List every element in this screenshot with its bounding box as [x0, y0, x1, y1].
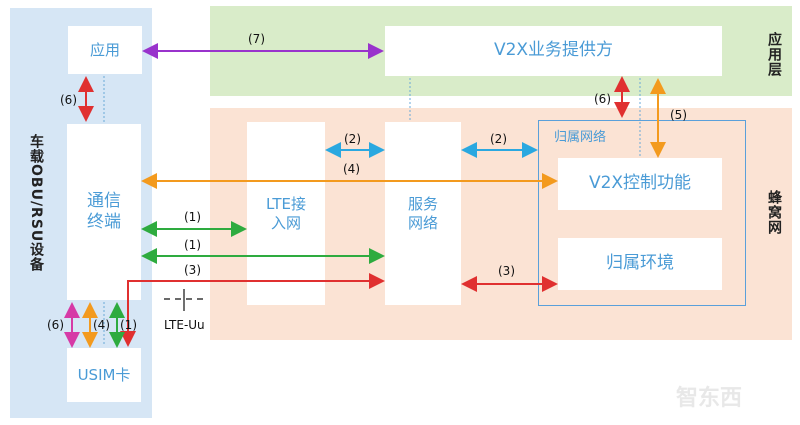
v2x-control-box: V2X控制功能 — [558, 158, 722, 210]
label-usim-pc4: (4) — [93, 318, 110, 332]
v2x-provider-box: V2X业务提供方 — [385, 26, 722, 76]
label-pc3-b: (3) — [498, 264, 515, 278]
app-box: 应用 — [68, 26, 142, 74]
home-network-frame — [538, 120, 746, 306]
label-pc7: (7) — [248, 32, 265, 46]
usim-box: USIM卡 — [67, 348, 141, 402]
app-layer-label: 应用层 — [766, 32, 782, 77]
terminal-box: 通信终端 — [67, 124, 141, 300]
label-pc1-b: (1) — [184, 238, 201, 252]
arrow-pc3-a — [120, 273, 385, 347]
label-pc2-b: (2) — [490, 132, 507, 146]
service-network-box: 服务网络 — [385, 122, 461, 305]
label-pc1-a: (1) — [184, 210, 201, 224]
vehicle-label: 车载OBU/RSU设备 — [28, 134, 44, 273]
label-pc5: (5) — [670, 108, 687, 122]
label-pc6-left: (6) — [60, 93, 77, 107]
watermark-logo: 智东西 — [676, 386, 743, 411]
label-lte-uu: LTE-Uu — [164, 318, 205, 332]
label-pc2-a: (2) — [344, 132, 361, 146]
label-pc4: (4) — [343, 162, 360, 176]
home-network-label: 归属网络 — [554, 130, 607, 145]
label-pc3-a: (3) — [184, 263, 201, 277]
label-pc6-right: (6) — [594, 92, 611, 106]
cellular-label: 蜂窝网 — [766, 190, 782, 235]
label-usim-pc6: (6) — [47, 318, 64, 332]
home-env-box: 归属环境 — [558, 238, 722, 290]
label-usim-pc1: (1) — [120, 318, 137, 332]
